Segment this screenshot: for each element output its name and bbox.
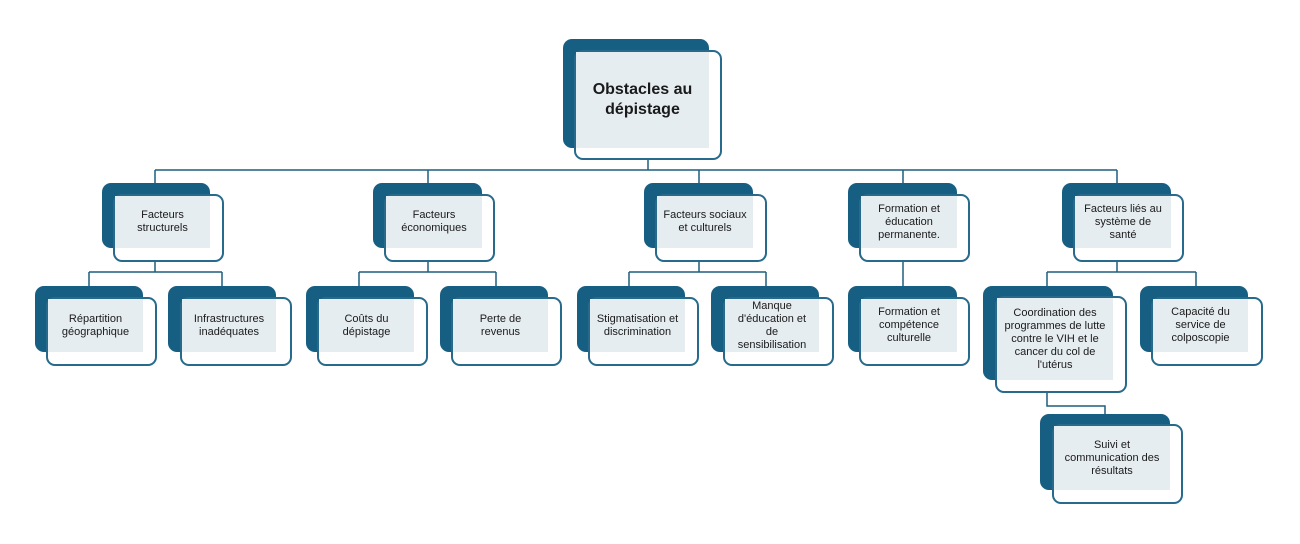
connector-root <box>154 160 1118 183</box>
connector-economiques <box>358 262 497 286</box>
connector-sociaux <box>628 262 767 286</box>
node-label: Coordination des programmes de lutte con… <box>997 298 1113 380</box>
connector-sante <box>1046 262 1197 286</box>
node-label: Formation et compétence culturelle <box>861 299 957 352</box>
node-label: Facteurs liés au système de santé <box>1075 196 1171 248</box>
node-label: Formation et éducation permanente. <box>861 196 957 248</box>
node-label: Répartition géographique <box>48 299 143 352</box>
node-label: Infrastructures inadéquates <box>182 299 276 352</box>
node-label: Facteurs sociaux et culturels <box>657 196 753 248</box>
node-label: Stigmatisation et discrimination <box>590 299 685 352</box>
node-label: Suivi et communication des résultats <box>1054 426 1170 490</box>
node-label: Perte de revenus <box>453 299 548 352</box>
connector-coordination <box>1046 393 1106 414</box>
node-label: Manque d'éducation et de sensibilisation <box>725 299 819 352</box>
node-label: Facteurs économiques <box>386 196 482 248</box>
node-label: Coûts du dépistage <box>319 299 414 352</box>
connector-structurels <box>88 262 223 286</box>
node-label: Capacité du service de colposcopie <box>1153 299 1248 352</box>
node-label: Obstacles au dépistage <box>576 52 709 148</box>
node-label: Facteurs structurels <box>115 196 210 248</box>
